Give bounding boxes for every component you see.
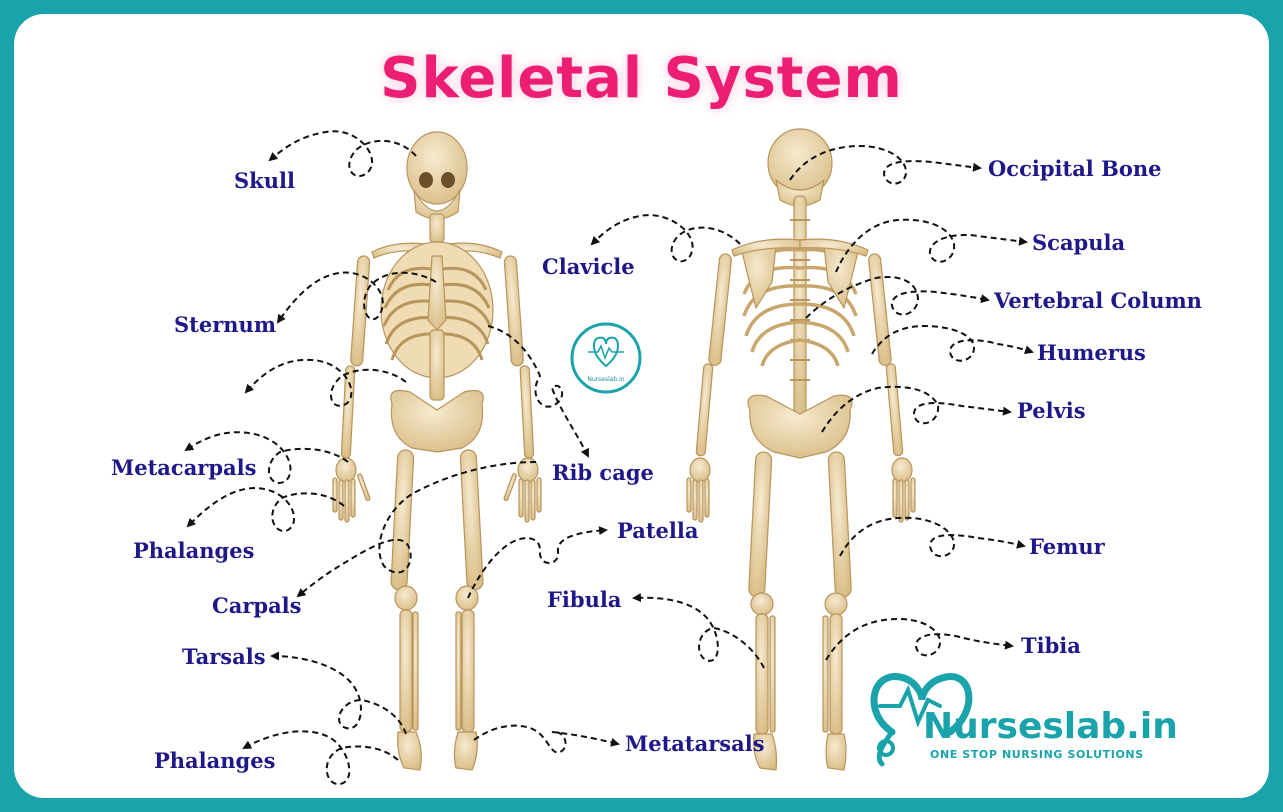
back-skeleton xyxy=(686,128,916,771)
pointer-scapula xyxy=(835,218,1028,273)
back-fibula-left xyxy=(769,615,776,733)
label-rib-cage: Rib cage xyxy=(552,460,654,485)
pointer-phalanges-hand xyxy=(186,486,345,532)
pointer-sternum xyxy=(276,271,437,324)
front-pelvis xyxy=(390,389,484,453)
back-vertebral-column xyxy=(793,195,807,417)
pointer-pelvis xyxy=(821,385,1012,433)
page-title: Skeletal System xyxy=(380,46,903,111)
brand-name: Nurseslab.in xyxy=(923,706,1178,747)
front-patella-right xyxy=(455,585,479,611)
front-sternum xyxy=(427,255,447,331)
pointer-unlabeled xyxy=(244,358,407,407)
pointer-tarsals xyxy=(270,651,407,735)
back-humerus-right xyxy=(868,253,892,367)
label-phalanges-foot: Phalanges xyxy=(154,748,276,773)
pointer-patella xyxy=(467,526,608,599)
pointer-femur xyxy=(839,516,1026,557)
front-humerus-left xyxy=(350,255,371,367)
pointer-humerus xyxy=(871,324,1034,362)
front-tibia-right xyxy=(461,609,475,733)
pointer-phalanges-foot xyxy=(242,730,399,786)
pointer-tibia xyxy=(825,618,1014,661)
back-scapula-left xyxy=(741,245,777,310)
label-metatarsals: Metatarsals xyxy=(625,731,765,756)
back-femur-right xyxy=(827,451,852,598)
front-hand-right xyxy=(503,457,542,523)
pointer-rib-cage xyxy=(487,325,589,458)
back-hand-right xyxy=(891,457,916,523)
label-humerus: Humerus xyxy=(1037,340,1146,365)
front-humerus-right xyxy=(503,255,524,367)
label-clavicle: Clavicle xyxy=(542,254,635,279)
label-tarsals: Tarsals xyxy=(182,644,266,669)
front-tibia-left xyxy=(399,609,413,733)
diagram-card xyxy=(14,14,1269,798)
pointer-lines xyxy=(184,130,1034,786)
back-pelvis xyxy=(747,394,853,459)
back-tibia-right xyxy=(829,613,843,735)
front-jaw xyxy=(413,189,461,220)
front-skeleton xyxy=(332,131,542,771)
label-scapula: Scapula xyxy=(1032,230,1126,255)
pointer-occipital-bone xyxy=(789,144,982,185)
pointer-skull xyxy=(268,130,417,178)
back-femur-left xyxy=(748,451,773,598)
nurseslab-logo-icon xyxy=(870,673,973,767)
label-skull: Skull xyxy=(234,168,295,193)
front-patella-left xyxy=(394,585,418,611)
label-patella: Patella xyxy=(617,518,699,543)
front-spine xyxy=(429,329,445,401)
back-humerus-left xyxy=(708,253,732,367)
label-occipital-bone: Occipital Bone xyxy=(988,156,1162,181)
brand-tagline: ONE STOP NURSING SOLUTIONS xyxy=(930,748,1144,761)
front-hand-left xyxy=(332,457,371,523)
nurseslab-badge: Nurseslab.in xyxy=(570,322,642,394)
front-foot-right xyxy=(453,731,478,771)
label-tibia: Tibia xyxy=(1021,633,1081,658)
pointer-clavicle xyxy=(590,214,741,263)
pointer-vertebral-column xyxy=(805,276,990,319)
label-carpals: Carpals xyxy=(212,593,302,618)
label-vertebral-column: Vertebral Column xyxy=(994,288,1202,313)
label-phalanges-hand: Phalanges xyxy=(133,538,255,563)
label-pelvis: Pelvis xyxy=(1017,398,1086,423)
pointer-carpals xyxy=(296,461,537,598)
pointer-metacarpals xyxy=(184,431,349,484)
pointer-metatarsals xyxy=(473,724,620,754)
front-foot-left xyxy=(397,731,422,771)
pointer-fibula xyxy=(632,593,765,669)
label-femur: Femur xyxy=(1029,534,1105,559)
front-femur-left xyxy=(390,449,415,591)
label-sternum: Sternum xyxy=(174,312,277,337)
label-metacarpals: Metacarpals xyxy=(111,455,257,480)
back-hand-left xyxy=(686,457,711,523)
badge-label: Nurseslab.in xyxy=(587,376,624,383)
back-tibia-left xyxy=(755,613,769,735)
label-fibula: Fibula xyxy=(547,587,622,612)
